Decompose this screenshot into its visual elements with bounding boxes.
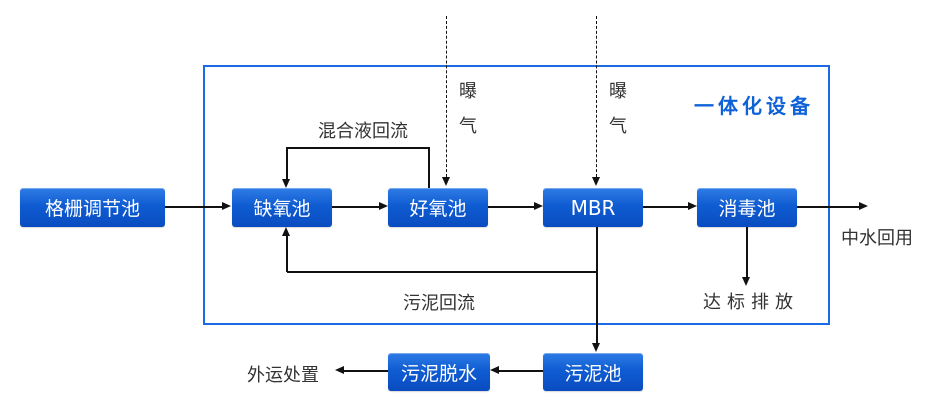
mixed-liquor-return-line (286, 147, 288, 180)
arrowhead-down-icon (442, 177, 450, 186)
node-label: 污泥脱水 (400, 362, 477, 385)
arrowhead-down-icon (592, 177, 600, 186)
node-label: 消毒池 (718, 198, 776, 220)
compliant-discharge-label: 达标排放 (703, 292, 799, 313)
external-disposal-label: 外运处置 (247, 365, 319, 386)
flow-line (499, 370, 543, 372)
node-sludge-dewatering: 污泥脱水 (388, 353, 490, 391)
sludge-return-label: 污泥回流 (403, 293, 475, 314)
sludge-return-line (286, 236, 288, 272)
node-sludge-tank: 污泥池 (543, 353, 643, 391)
water-reuse-label: 中水回用 (841, 228, 913, 249)
arrowhead-up-icon (282, 227, 290, 236)
flow-line (488, 206, 535, 208)
node-label: 污泥池 (564, 362, 622, 385)
node-label: 缺氧池 (253, 198, 311, 220)
flow-line (797, 206, 860, 208)
sludge-line-vertical (596, 227, 598, 344)
arrowhead-right-icon (379, 202, 388, 210)
discharge-line (746, 227, 748, 278)
node-label: 好氧池 (409, 198, 467, 220)
aeration-dashed-line-left (446, 16, 447, 177)
arrowhead-right-icon (534, 202, 543, 210)
arrowhead-down-icon (592, 343, 600, 352)
mixed-liquor-return-label: 混合液回流 (318, 121, 408, 142)
arrowhead-right-icon (859, 202, 868, 210)
node-label: MBR (570, 195, 616, 220)
aeration-dashed-line-right (596, 16, 597, 177)
node-mbr: MBR (543, 188, 643, 227)
flow-line (165, 206, 223, 208)
arrowhead-right-icon (222, 202, 231, 210)
arrowhead-left-icon (335, 366, 344, 374)
mixed-liquor-return-line (286, 147, 429, 149)
aeration-label-left: 曝气 (459, 81, 477, 137)
integrated-equipment-title: 一体化设备 (694, 94, 814, 118)
node-label: 格栅调节池 (44, 198, 140, 220)
node-grid-regulation-tank: 格栅调节池 (20, 188, 165, 227)
node-aerobic-tank: 好氧池 (388, 188, 488, 227)
flow-line (332, 206, 380, 208)
sludge-return-line (287, 271, 598, 273)
arrowhead-left-icon (490, 366, 499, 374)
arrowhead-down-icon (742, 277, 750, 286)
arrowhead-right-icon (688, 202, 697, 210)
flow-line (344, 370, 388, 372)
integrated-equipment-boundary (203, 65, 830, 325)
arrowhead-down-icon (282, 179, 290, 188)
flow-line (643, 206, 689, 208)
node-anoxic-tank: 缺氧池 (232, 188, 332, 227)
node-disinfection-tank: 消毒池 (697, 188, 797, 227)
mixed-liquor-return-line (428, 147, 430, 189)
aeration-label-right: 曝气 (609, 81, 627, 137)
